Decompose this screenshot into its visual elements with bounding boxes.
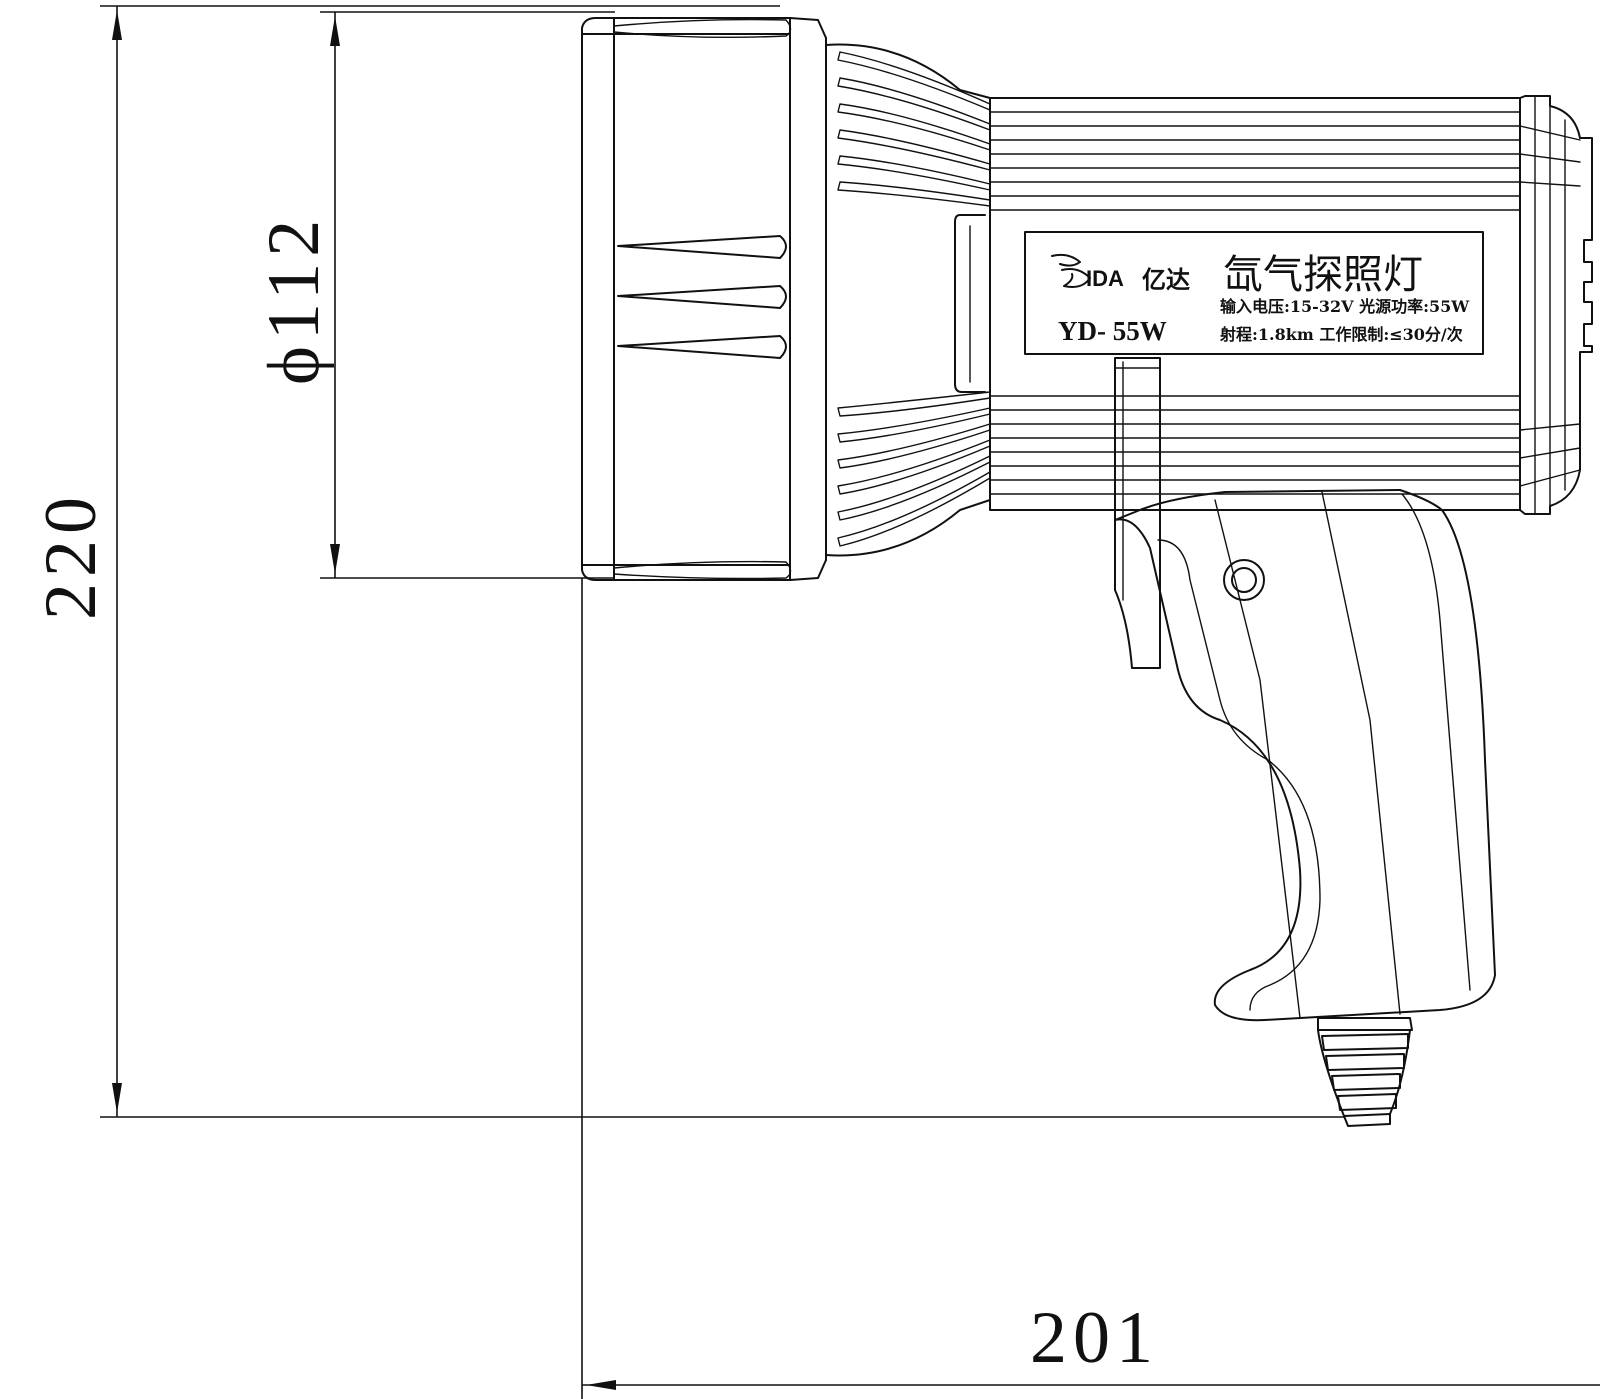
product-title: 氙气探照灯 bbox=[1223, 252, 1423, 298]
model-number: YD- 55W bbox=[1058, 316, 1167, 346]
rear-cap bbox=[1519, 95, 1593, 515]
cable-strain-relief bbox=[1317, 1017, 1413, 1127]
spec-line-1: 输入电压:15-32V 光源功率:55W bbox=[1220, 297, 1470, 316]
height-dimension-label: 220 bbox=[30, 491, 112, 620]
main-body bbox=[954, 97, 1521, 511]
spec-line-2: 射程:1.8km 工作限制:≤30分/次 bbox=[1219, 325, 1463, 344]
height-dimension: 220 bbox=[12, 5, 1345, 1118]
width-dimension: 201 bbox=[581, 578, 1600, 1399]
diameter-dimension-label: ϕ112 bbox=[253, 214, 335, 385]
nameplate: IDA 亿达 氙气探照灯 YD- 55W 输入电压:15-32V 光源功率:55… bbox=[1024, 231, 1484, 355]
trigger bbox=[1114, 357, 1161, 669]
diameter-dimension: ϕ112 bbox=[232, 11, 615, 579]
power-button-icon bbox=[1223, 559, 1265, 601]
logo-text: IDA bbox=[1086, 266, 1124, 291]
width-dimension-label: 201 bbox=[1030, 1297, 1159, 1379]
lamp-head bbox=[581, 17, 827, 581]
handle bbox=[1114, 489, 1496, 1022]
brand-logo-icon bbox=[1051, 253, 1091, 288]
brand-name: 亿达 bbox=[1142, 265, 1190, 294]
neck-fins bbox=[825, 43, 991, 557]
